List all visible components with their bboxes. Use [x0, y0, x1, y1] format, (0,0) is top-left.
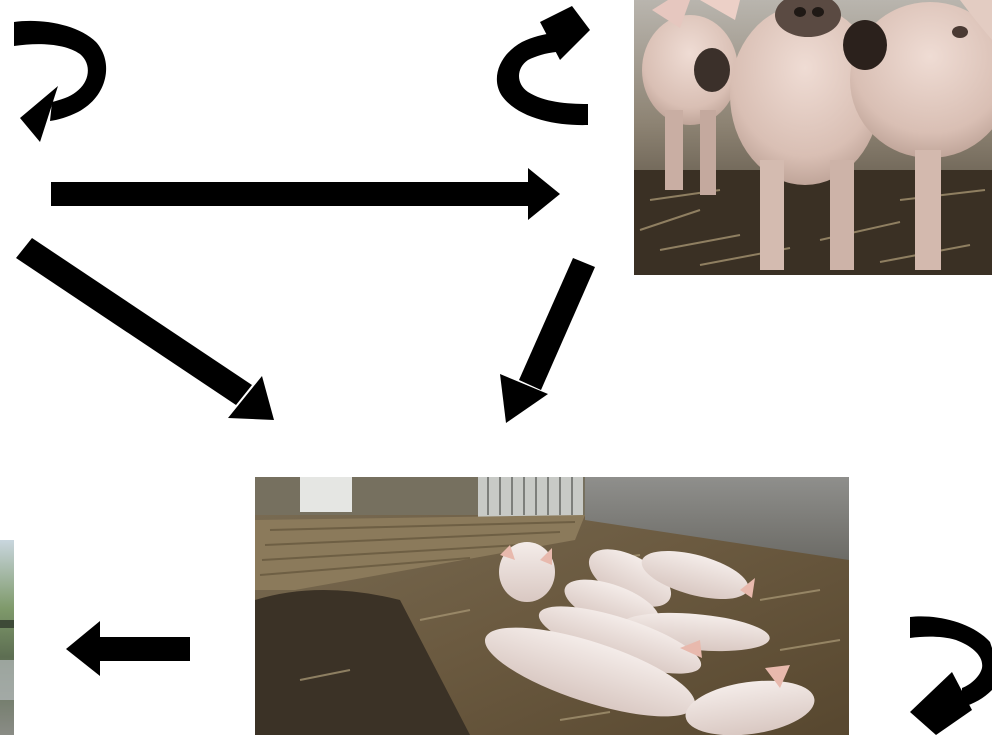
loop-arrow-bottom-right-head: [910, 672, 972, 735]
loop-arrow-bottom-right: [910, 616, 992, 735]
arrow-left-to-right: [51, 168, 560, 220]
outdoor-field-edge-photo: [0, 540, 14, 735]
arrow-pen-to-field: [66, 621, 190, 676]
pigs-resting-in-straw-pen-photo: [255, 477, 849, 735]
loop-arrow-top-left: [14, 21, 106, 142]
arrow-left-to-pen: [16, 238, 274, 420]
loop-arrow-top-right: [497, 6, 590, 125]
arrow-piglets-to-pen: [500, 258, 595, 423]
piglets-closeup-photo: [634, 0, 992, 275]
